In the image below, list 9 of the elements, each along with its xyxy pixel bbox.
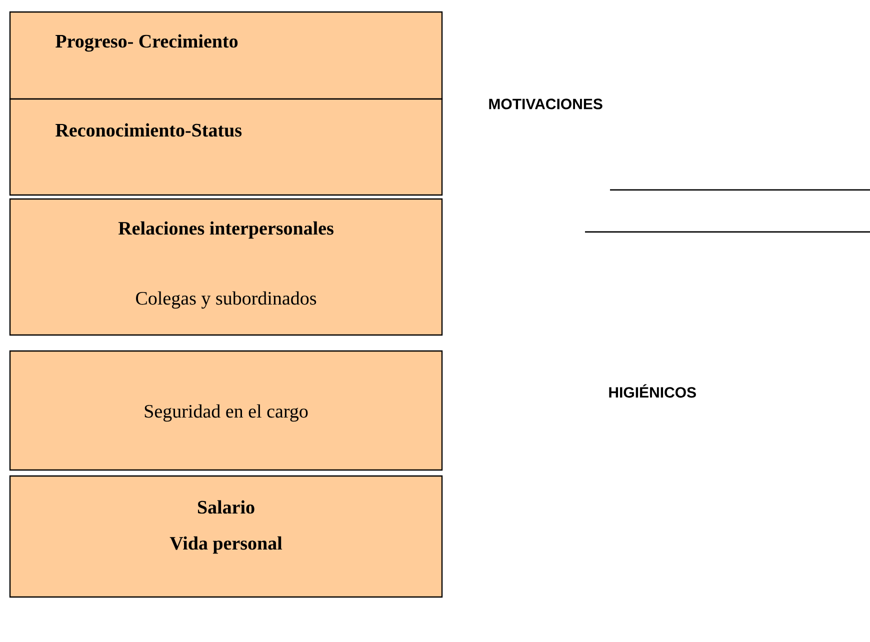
box-heading: Relaciones interpersonales <box>118 221 334 239</box>
box-heading: Salario <box>198 500 254 514</box>
box-heading: Vida personal <box>170 536 282 554</box>
box-heading: Progreso- Crecimiento <box>56 34 238 52</box>
box-text: Colegas y subordinados <box>136 291 316 309</box>
box-heading: Reconocimiento-Status <box>56 123 242 137</box>
section-label: MOTIVACIONES <box>489 98 602 110</box>
section-label: HIGIÉNICOS <box>609 384 696 398</box>
box-text: Seguridad en el cargo <box>144 404 308 422</box>
